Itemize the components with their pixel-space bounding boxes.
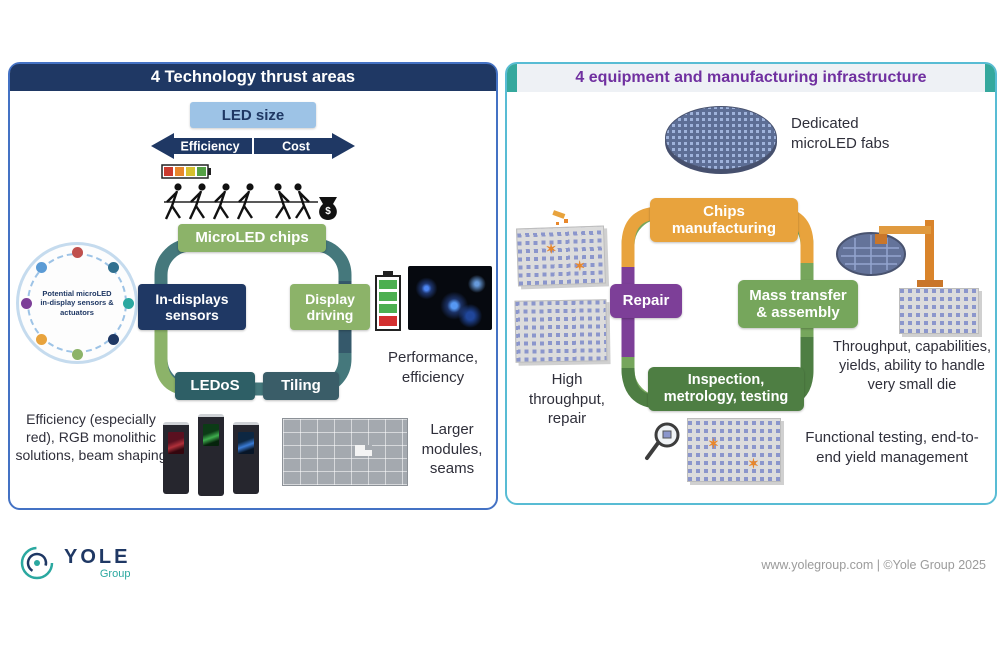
cost-arrow-label: Cost (282, 140, 311, 154)
right-arrow-icon (254, 133, 355, 159)
money-bag-icon: $ (319, 197, 337, 220)
sensor-icon (108, 262, 119, 273)
sensor-icon (123, 298, 134, 309)
repair-box: Repair (610, 284, 682, 318)
yole-logo-name: YOLE (64, 545, 131, 568)
sensor-icon (72, 349, 83, 360)
copyright-text: www.yolegroup.com | ©Yole Group 2025 (761, 558, 986, 572)
money-symbol: $ (325, 206, 331, 217)
microled-chips-box: MicroLED chips (178, 224, 326, 252)
high-throughput-caption: High throughput, repair (529, 371, 605, 427)
projector-device (233, 422, 259, 494)
device-screen (203, 424, 219, 446)
throughput-caption: Throughput, capabilities, yields, abilit… (833, 339, 991, 393)
die-panel-photo: ✶ ✶ (516, 225, 606, 287)
efficiency-arrow-label: Efficiency (180, 140, 239, 154)
mass-transfer-box: Mass transfer & assembly (738, 280, 858, 328)
header-accent-left (507, 64, 517, 92)
projector-device (198, 414, 224, 496)
module-grid-photo (282, 418, 408, 486)
efficiency-cost-arrows: Efficiency Cost (151, 133, 355, 159)
technology-panel: 4 Technology thrust areas LED size Effic… (8, 62, 498, 510)
in-display-sensors-box: In-displays sensors (138, 284, 246, 330)
left-arrow-icon (151, 133, 252, 159)
sensor-icon (36, 334, 47, 345)
defect-icon: ✶ (574, 258, 586, 274)
yole-logo-subname: Group (99, 567, 131, 580)
technology-panel-header: 4 Technology thrust areas (10, 64, 496, 91)
die-panel-photo (899, 288, 979, 334)
sensor-icon (72, 247, 83, 258)
functional-testing-caption: Functional testing, end-to-end yield man… (805, 429, 979, 466)
pulling-figures-right (274, 183, 312, 220)
modules-caption: Larger modules, seams (421, 421, 483, 477)
header-accent-right (985, 64, 995, 92)
chips-manufacturing-box: Chips manufacturing (650, 198, 798, 242)
ledos-box: LEDoS (175, 372, 255, 400)
tug-of-war-illustration: $ (161, 164, 337, 220)
in-display-sensors-diagram: Potential microLED in-display sensors & … (16, 242, 138, 364)
performance-caption: Performance, efficiency (387, 349, 479, 386)
display-driving-box: Display driving (290, 284, 370, 330)
device-screen (168, 432, 184, 454)
equipment-panel-header: 4 equipment and manufacturing infrastruc… (507, 64, 995, 92)
sensor-icon (36, 262, 47, 273)
led-size-label: LED size (190, 102, 316, 128)
led-display-photo (408, 266, 492, 330)
pulling-figures-left (164, 183, 254, 220)
yole-logo-icon (20, 546, 54, 580)
sensor-icon (108, 334, 119, 345)
inspection-box: Inspection, metrology, testing (648, 367, 804, 411)
wafer-icon (836, 232, 906, 276)
wafer-icon (665, 106, 777, 170)
battery-colorbar-icon (161, 164, 211, 179)
defect-icon: ✶ (748, 456, 759, 471)
die-panel-photo (514, 299, 608, 363)
sensor-icon (21, 298, 32, 309)
efficiency-caption: Efficiency (especially red), RGB monolit… (15, 411, 167, 464)
tiling-box: Tiling (263, 372, 339, 400)
defect-icon: ✶ (545, 241, 557, 257)
device-screen (238, 432, 254, 454)
projector-device (163, 422, 189, 494)
equipment-panel: 4 equipment and manufacturing infrastruc… (505, 62, 997, 505)
die-panel-photo: ✶ ✶ (687, 418, 781, 482)
defect-icon: ✶ (708, 436, 719, 451)
pick-tool-icon (552, 210, 568, 225)
sensor-circle-caption: Potential microLED in-display sensors & … (40, 288, 114, 317)
equipment-panel-title: 4 equipment and manufacturing infrastruc… (575, 69, 927, 86)
yole-logo: YOLE Group (18, 544, 130, 582)
seam-highlight (355, 445, 372, 456)
transfer-tool-icon (875, 220, 943, 287)
mass-transfer-tool-illustration (836, 220, 943, 287)
projector-devices-photo (163, 414, 265, 500)
battery-level-icon (375, 271, 401, 331)
fabs-caption: Dedicated microLED fabs (791, 115, 890, 152)
magnifier-icon (645, 422, 680, 460)
